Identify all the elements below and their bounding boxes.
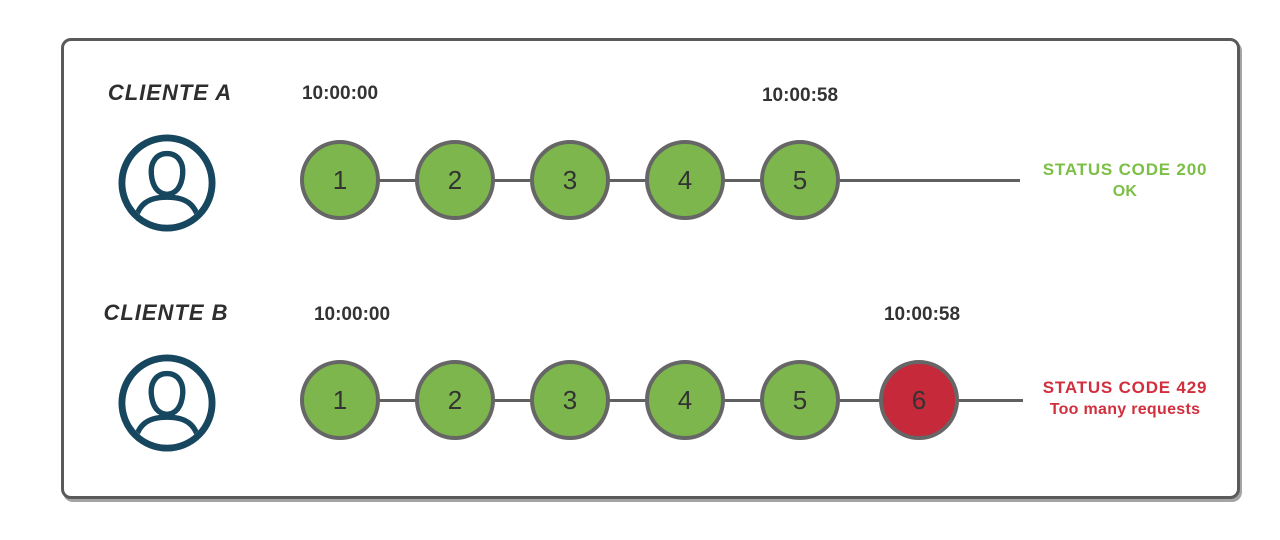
status-code-text: STATUS CODE 429 (1042, 378, 1208, 397)
request-circle: 5 (760, 140, 840, 220)
status-description-text: Too many requests (1049, 401, 1201, 419)
request-circle: 2 (415, 360, 495, 440)
status-description-text: OK (1112, 183, 1138, 201)
user-avatar-icon (118, 134, 216, 232)
request-circle: 3 (530, 360, 610, 440)
request-circle: 3 (530, 140, 610, 220)
row-a-start-time: 10:00:00 (301, 83, 379, 104)
user-avatar-icon (118, 354, 216, 452)
row-b-end-time: 10:00:58 (883, 304, 961, 325)
status-code-text: STATUS CODE 200 (1042, 160, 1208, 179)
client-b-label: CLIENTE B (103, 300, 229, 325)
request-circle: 5 (760, 360, 840, 440)
request-circle: 4 (645, 140, 725, 220)
row-a-end-time: 10:00:58 (761, 85, 839, 106)
client-a-label: CLIENTE A (107, 80, 233, 105)
row-b-start-time: 10:00:00 (313, 304, 391, 325)
request-circle-blocked: 6 (879, 360, 959, 440)
request-circle: 1 (300, 360, 380, 440)
diagram-frame (61, 38, 1240, 499)
request-circle: 2 (415, 140, 495, 220)
row-b-status: STATUS CODE 429 Too many requests (1030, 377, 1220, 420)
row-a-status: STATUS CODE 200 OK (1030, 159, 1220, 202)
request-circle: 4 (645, 360, 725, 440)
request-circle: 1 (300, 140, 380, 220)
